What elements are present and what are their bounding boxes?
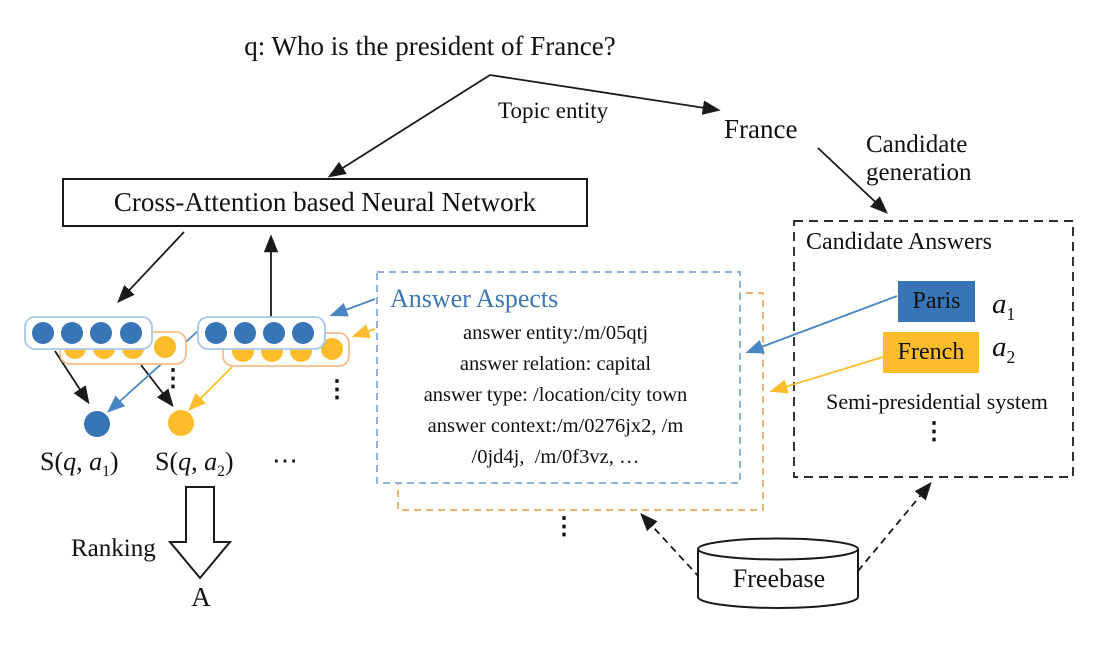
- question-node: [263, 322, 285, 344]
- answer-aspects-title: Answer Aspects: [390, 284, 559, 313]
- score-label-1: S(q, a1): [40, 447, 119, 481]
- candidate-french-chip: French: [883, 332, 979, 373]
- ranking-block-arrow: [167, 486, 233, 580]
- question-embedding-rect: [24, 316, 153, 350]
- cluster1-to-score2-arrow: [140, 364, 174, 408]
- topic-entity-label: Topic entity: [498, 98, 609, 123]
- aspects-to-cluster2-yellow-arrow: [351, 324, 376, 338]
- paris-to-aspects-blue-arrow: [745, 295, 898, 354]
- french-to-aspects-yellow-arrow: [769, 356, 884, 394]
- question-to-topic-entity-arrow: [489, 74, 721, 115]
- score1-dot: [84, 411, 110, 437]
- cluster1-to-score1-arrow: [54, 350, 90, 405]
- question-node: [234, 322, 256, 344]
- database-cylinder-top: [697, 537, 859, 561]
- answer-node: [154, 336, 176, 358]
- candidate-generation-label: Candidate generation: [866, 131, 972, 186]
- france-to-candidates-arrow: [817, 147, 888, 214]
- question-text: q: Who is the president of France?: [244, 31, 616, 61]
- scores-horizontal-ellipsis: ⋯: [272, 446, 298, 475]
- embedding-cluster-2: [197, 316, 350, 367]
- candidate-paris-chip: Paris: [898, 281, 975, 322]
- freebase-to-aspects-dashed-arrow: [640, 513, 701, 579]
- question-node: [90, 322, 112, 344]
- candidate-extra-answer: Semi-presidential system: [826, 389, 1048, 414]
- freebase-label: Freebase: [732, 564, 826, 593]
- embedding-cluster-1: [24, 316, 187, 365]
- aspect-type-line: answer type: /location/city town: [423, 384, 688, 406]
- answer-aspects-content: answer entity:/m/05qtj answer relation: …: [383, 318, 728, 473]
- question-node: [205, 322, 227, 344]
- score2-dot: [168, 410, 194, 436]
- candidate-a1-label: a1: [992, 288, 1016, 324]
- cluster2-to-score2-yellow-arrow: [188, 366, 233, 411]
- database-cylinder-body: [697, 549, 859, 609]
- final-answer-label: A: [191, 582, 211, 612]
- cluster2-vertical-ellipsis: ⋮: [325, 377, 349, 403]
- ranking-label: Ranking: [71, 535, 156, 562]
- candidates-vertical-ellipsis: ⋮: [922, 419, 946, 445]
- question-node: [292, 322, 314, 344]
- aspects-vertical-ellipsis: ⋮: [552, 514, 576, 540]
- cluster1-vertical-ellipsis: ⋮: [161, 366, 185, 392]
- question-embedding-rect: [197, 316, 326, 350]
- question-node: [61, 322, 83, 344]
- answer-aspects-box: [376, 271, 741, 484]
- aspects-to-cluster2-blue-arrow: [329, 298, 376, 317]
- question-node: [120, 322, 142, 344]
- aspect-context-line: answer context:/m/0276jx2, /m: [427, 415, 684, 437]
- score-label-2: S(q, a2): [155, 447, 234, 481]
- aspect-context-line2: /0jd4j, /m/0f3vz, …: [471, 446, 640, 468]
- candidate-a2-label: a2: [992, 331, 1016, 367]
- freebase-database-icon: [697, 537, 859, 609]
- topic-entity-value: France: [724, 114, 798, 144]
- cross-attention-network-box: Cross-Attention based Neural Network: [62, 178, 588, 227]
- aspect-relation-line: answer relation: capital: [459, 353, 652, 375]
- network-to-cluster1-arrow: [117, 231, 185, 303]
- aspect-entity-line: answer entity:/m/05qtj: [462, 322, 649, 344]
- freebase-to-candidates-dashed-arrow: [857, 481, 932, 572]
- question-to-network-arrow: [327, 74, 491, 178]
- candidate-answers-title: Candidate Answers: [806, 229, 992, 255]
- question-node: [32, 322, 54, 344]
- answer-node: [321, 338, 343, 360]
